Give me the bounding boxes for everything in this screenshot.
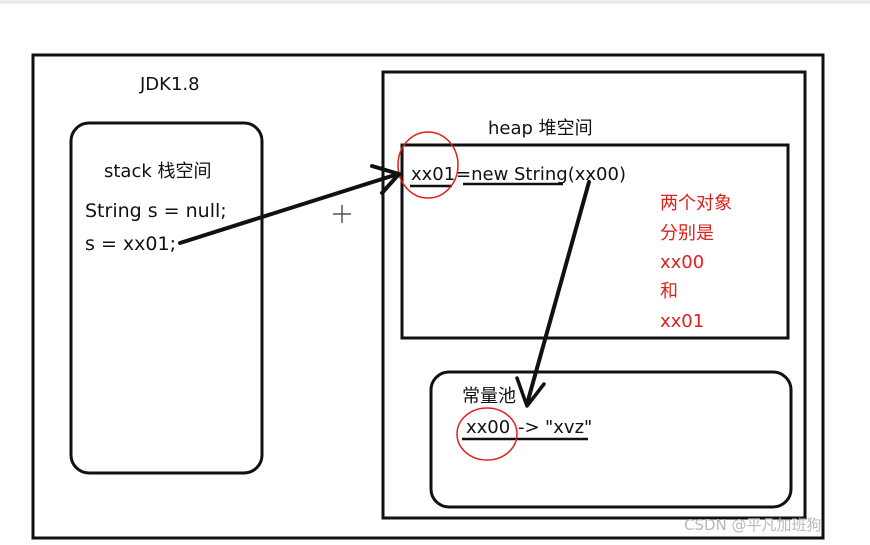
note-line-4: 和 — [660, 281, 678, 302]
stack-line-2: s = xx01; — [85, 233, 176, 255]
heap-label: heap 堆空间 — [488, 118, 593, 139]
stack-line-1: String s = null; — [85, 200, 227, 222]
constant-pool-box — [429, 370, 793, 509]
stack-to-heap-arrow — [178, 172, 400, 245]
note-line-1: 两个对象 — [660, 193, 732, 214]
heap-to-pool-arrowhead — [515, 376, 546, 408]
note-line-2: 分别是 — [660, 223, 714, 244]
stack-label: stack 栈空间 — [104, 161, 212, 182]
stack-box — [69, 121, 264, 475]
note-line-5: xx01 — [660, 311, 704, 332]
jvm-frame — [31, 53, 825, 540]
heap-outer-box — [381, 70, 807, 520]
heap-ref: xx01 — [411, 164, 455, 185]
highlight-circle-xx00 — [456, 407, 518, 461]
heap-expression: =new String(xx00) — [456, 164, 626, 185]
constant-pool-label: 常量池 — [462, 386, 516, 407]
heap-inner-box — [400, 143, 790, 340]
jdk-title: JDK1.8 — [139, 74, 200, 95]
pool-arrow-text: -> — [518, 417, 540, 438]
crosshair-cursor-icon — [333, 205, 351, 223]
heap-to-pool-arrow — [525, 180, 591, 406]
highlight-circle-xx01 — [397, 131, 459, 199]
note-line-3: xx00 — [660, 252, 704, 273]
stack-to-heap-arrowhead — [370, 164, 401, 195]
pool-ref: xx00 — [466, 417, 510, 438]
pool-value: "xvz" — [545, 417, 592, 438]
watermark: CSDN @平凡加班狗 — [684, 516, 822, 534]
